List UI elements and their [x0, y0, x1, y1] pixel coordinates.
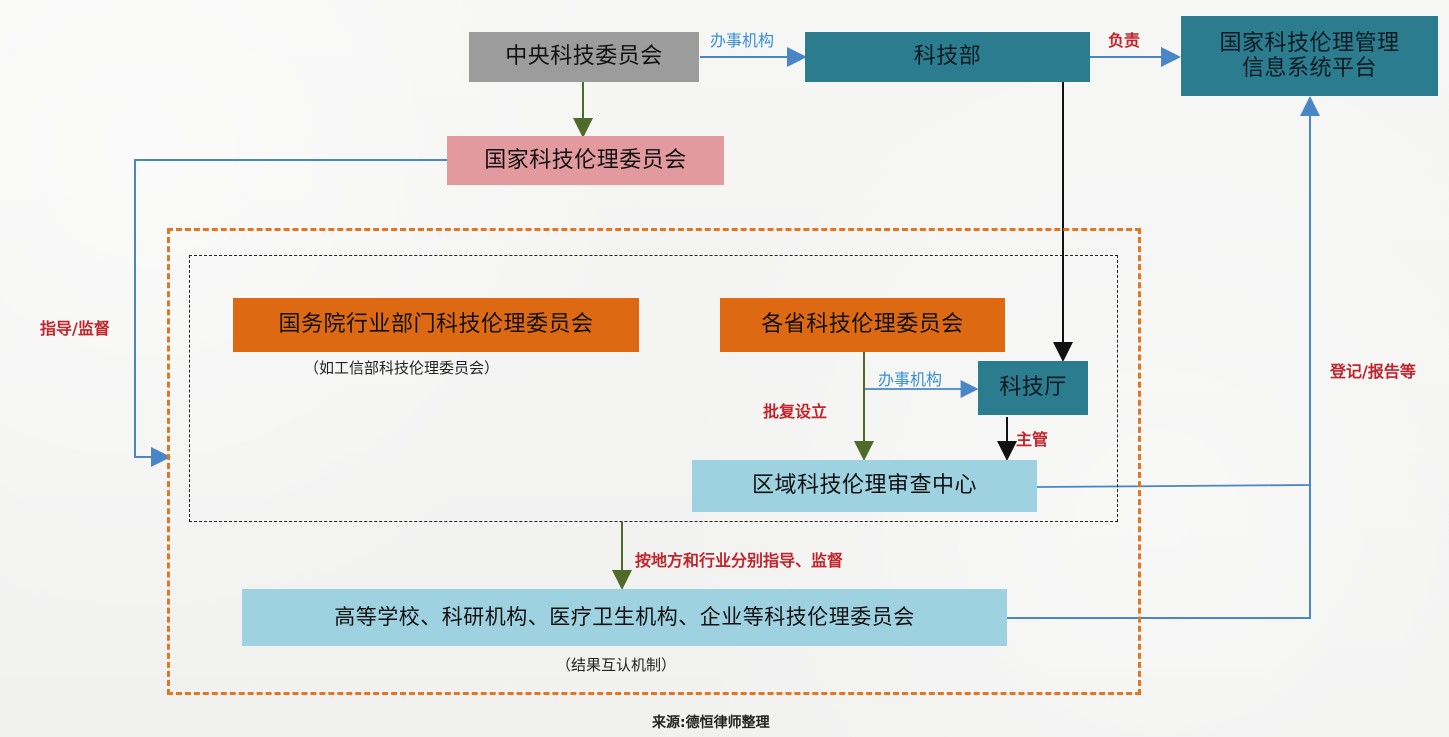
by-region-industry-label: 按地方和行业分别指导、监督	[635, 551, 844, 570]
institutions-committee-node: 高等学校、科研机构、医疗卫生机构、企业等科技伦理委员会	[242, 589, 1007, 646]
national-ethics-committee-node: 国家科技伦理委员会	[447, 136, 724, 185]
central-committee-node: 中央科技委员会	[469, 32, 699, 82]
national-ethics-label: 国家科技伦理委员会	[484, 147, 687, 173]
register-report-label: 登记/报告等	[1330, 362, 1416, 381]
edge-national-to-group	[134, 159, 447, 467]
office-label-provincial: 办事机构	[878, 370, 943, 389]
institutions-note: （结果互认机制）	[556, 656, 677, 674]
provincial-dept-node: 科技厅	[978, 361, 1088, 415]
regional-review-center-label: 区域科技伦理审查中心	[751, 473, 977, 499]
edge-institutions-to-platform	[1007, 96, 1320, 619]
supervise-main-label: 主管	[1016, 430, 1049, 449]
institutions-committee-label: 高等学校、科研机构、医疗卫生机构、企业等科技伦理委员会	[334, 605, 915, 630]
platform-label: 国家科技伦理管理 信息系统平台	[1219, 30, 1400, 81]
provincial-committee-label: 各省科技伦理委员会	[761, 312, 964, 338]
office-label-top: 办事机构	[710, 31, 775, 50]
responsible-label: 负责	[1108, 31, 1141, 50]
approve-establish-label: 批复设立	[763, 402, 828, 421]
guide-supervise-label: 指导/监督	[40, 319, 110, 338]
local-and-industry-group	[167, 228, 1141, 695]
most-node: 科技部	[805, 32, 1090, 82]
edge-regional-to-platform	[1036, 484, 1311, 488]
provincial-committee-node: 各省科技伦理委员会	[720, 298, 1005, 352]
platform-node: 国家科技伦理管理 信息系统平台	[1181, 16, 1438, 96]
source-caption: 来源:德恒律师整理	[652, 715, 770, 731]
provincial-and-ministry-group	[189, 255, 1118, 522]
provincial-dept-label: 科技厅	[999, 375, 1067, 401]
regional-review-center-node: 区域科技伦理审查中心	[692, 460, 1037, 512]
most-label: 科技部	[913, 44, 982, 70]
state-council-committee-label: 国务院行业部门科技伦理委员会	[278, 312, 594, 338]
central-committee-label: 中央科技委员会	[505, 44, 663, 70]
state-council-committee-node: 国务院行业部门科技伦理委员会	[233, 298, 639, 352]
state-council-note: （如工信部科技伦理委员会）	[304, 359, 500, 377]
